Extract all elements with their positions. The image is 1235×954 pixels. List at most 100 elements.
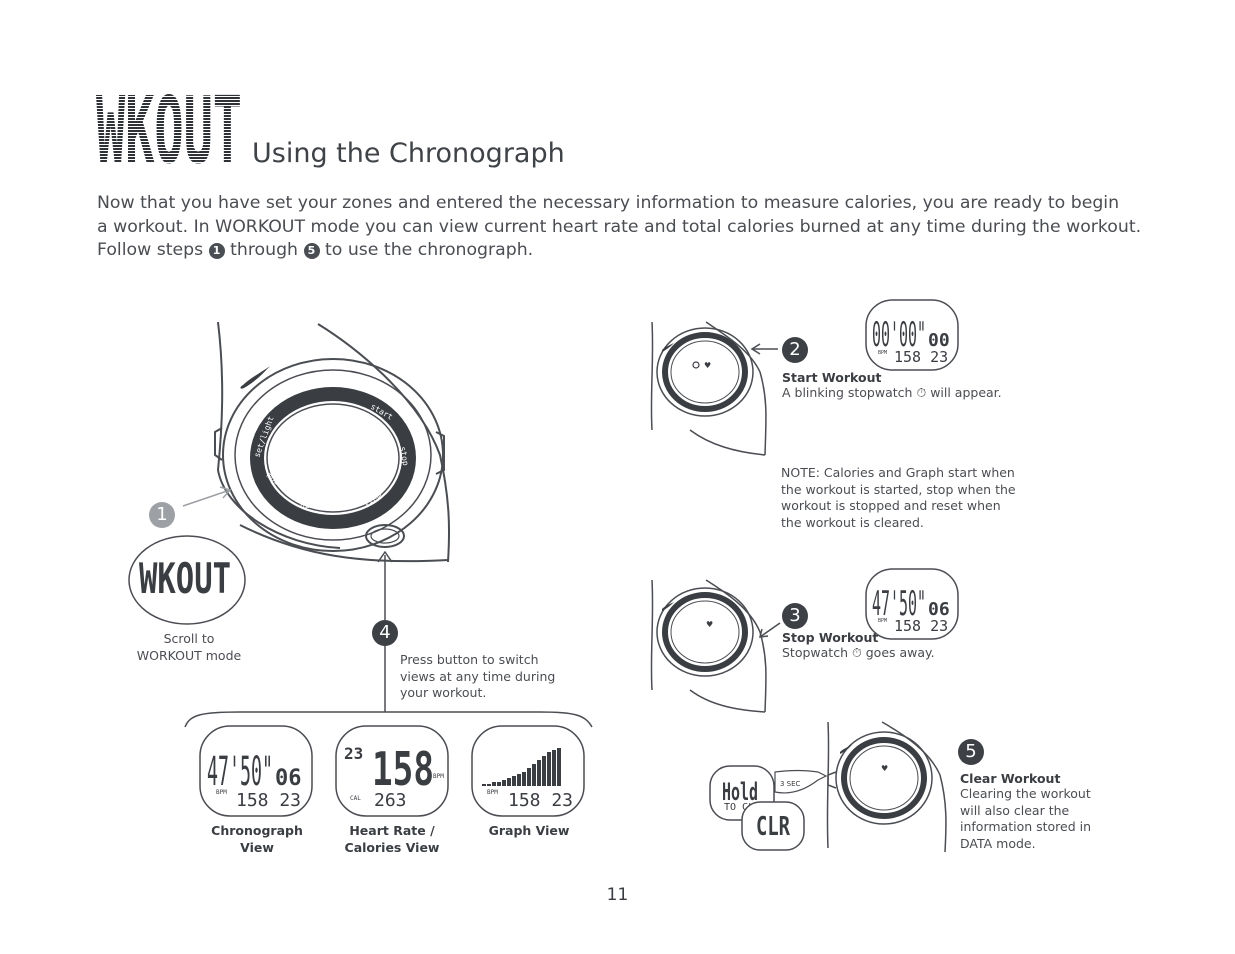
step3-text: Stop Workout Stopwatch ⏱ goes away. bbox=[782, 630, 935, 662]
step-from-badge: 1 bbox=[208, 243, 225, 259]
step1-caption-line2: WORKOUT mode bbox=[136, 647, 242, 663]
clr-display-text: CLR bbox=[756, 812, 790, 842]
step2-arrow bbox=[750, 343, 778, 355]
step3-watch-illustration bbox=[650, 579, 767, 713]
step5-watch-illustration bbox=[826, 721, 947, 853]
step2-text-before: A blinking stopwatch bbox=[782, 385, 913, 400]
graph-bar bbox=[482, 784, 486, 786]
step5-line4: DATA mode. bbox=[960, 835, 1036, 851]
graph-view-bottom: 158 23 bbox=[508, 790, 573, 811]
step2-text: Start Workout A blinking stopwatch ⏱ wil… bbox=[782, 370, 1002, 402]
watch-label-stop: stop bbox=[398, 446, 410, 467]
hr-caption-line1: Heart Rate / bbox=[349, 823, 435, 838]
hr-caption-line2: Calories View bbox=[344, 840, 440, 855]
graph-bar bbox=[547, 752, 551, 786]
note-line1: NOTE: Calories and Graph start when bbox=[781, 465, 1015, 480]
hr-view-bottom: 263 bbox=[374, 790, 407, 811]
step-to-badge: 5 bbox=[303, 243, 320, 259]
step3-text-after: goes away. bbox=[865, 645, 935, 660]
views-brace bbox=[184, 711, 593, 728]
page-title: Using the Chronograph bbox=[252, 138, 565, 169]
step1-caption: Scroll to WORKOUT mode bbox=[120, 631, 258, 664]
note-line4: the workout is cleared. bbox=[781, 514, 924, 530]
graph-bar bbox=[507, 778, 511, 786]
chronograph-caption-line1: Chronograph bbox=[211, 823, 303, 838]
step3-text-before: Stopwatch bbox=[782, 645, 848, 660]
step2-heart-icon: ♥ bbox=[704, 361, 711, 370]
chronograph-view-caption: Chronograph View bbox=[197, 822, 317, 856]
graph-bar bbox=[517, 774, 521, 786]
hr-view-unit-left: CAL bbox=[350, 795, 361, 802]
step4-arrow bbox=[377, 550, 393, 712]
graph-bar bbox=[537, 760, 541, 786]
step1-display-text: WKOUT bbox=[139, 554, 231, 603]
chronograph-caption-line2: View bbox=[240, 840, 274, 855]
intro-line-2: a workout. In WORKOUT mode you can view … bbox=[97, 216, 1142, 237]
intro-line-3: Follow steps 1 through 5 to use the chro… bbox=[97, 239, 1157, 263]
step2-display bbox=[865, 299, 959, 371]
hold-display-text: Hold bbox=[722, 778, 758, 806]
step3-badge: 3 bbox=[782, 603, 808, 629]
stopwatch-icon: ⏱ bbox=[851, 645, 862, 660]
arm-outline-left bbox=[216, 321, 341, 549]
step5-line2: will also clear the bbox=[960, 802, 1070, 818]
graph-bar bbox=[512, 776, 516, 786]
intro-follow-text: Follow steps bbox=[97, 240, 204, 260]
step3-swoosh-icon bbox=[662, 602, 674, 611]
step3-display-unit: BPM bbox=[878, 618, 887, 624]
graph-bar bbox=[557, 748, 561, 786]
step5-title: Clear Workout bbox=[960, 771, 1061, 786]
graph-bar bbox=[487, 784, 491, 786]
arm-outline-right bbox=[317, 323, 451, 563]
step2-watch-illustration bbox=[650, 321, 767, 456]
page-number: 11 bbox=[606, 885, 629, 905]
hold-display-to-clr: TO CLR bbox=[724, 802, 761, 813]
step3-arrow bbox=[759, 622, 781, 638]
step2-display-main: 00'00" bbox=[872, 315, 926, 355]
chronograph-main: 47'50" bbox=[207, 749, 273, 795]
step2-title: Start Workout bbox=[782, 370, 882, 385]
step2-display-bottom: 158 23 bbox=[894, 348, 948, 366]
step4-line3: your workout. bbox=[400, 685, 487, 700]
step3-title: Stop Workout bbox=[782, 630, 879, 645]
step2-swoosh-icon bbox=[662, 343, 674, 352]
step1-display-bubble bbox=[128, 535, 246, 625]
hold-label: 3 SEC bbox=[780, 780, 801, 788]
note-line3: workout is stopped and reset when bbox=[781, 498, 1001, 513]
intro-line-1: Now that you have set your zones and ent… bbox=[97, 193, 1120, 213]
graph-bar bbox=[532, 764, 536, 786]
step4-line1: Press button to switch bbox=[400, 652, 539, 667]
heart-rate-view-caption: Heart Rate / Calories View bbox=[332, 822, 452, 856]
graph-bar bbox=[552, 750, 556, 786]
brand-swoosh-icon bbox=[240, 366, 270, 389]
watch-button-view bbox=[365, 524, 405, 548]
graph-bar bbox=[522, 772, 526, 786]
hr-view-main: 158 bbox=[372, 742, 434, 796]
note-block: NOTE: Calories and Graph start when the … bbox=[781, 465, 1021, 531]
graph-bar bbox=[497, 782, 501, 786]
step3-display-suffix: 06 bbox=[928, 599, 950, 620]
step4-badge: 4 bbox=[372, 620, 398, 646]
step1-arrow bbox=[182, 486, 232, 507]
graph-view-display bbox=[471, 725, 585, 817]
intro-through-text: through bbox=[230, 240, 298, 260]
chronograph-unit: BPM bbox=[216, 789, 227, 796]
step5-line1: Clearing the workout bbox=[960, 786, 1091, 801]
note-line2: the workout is started, stop when the bbox=[781, 481, 1016, 497]
step5-badge: 5 bbox=[958, 739, 984, 765]
heart-rate-view-display bbox=[335, 725, 449, 817]
graph-view-bars bbox=[482, 748, 561, 786]
step2-display-suffix: 00 bbox=[928, 330, 950, 351]
graph-view-unit: BPM bbox=[487, 789, 498, 796]
watch-bezel bbox=[234, 369, 432, 541]
hold-label-bubble bbox=[774, 769, 828, 794]
step4-text: Press button to switch views at any time… bbox=[400, 652, 580, 702]
step2-description: A blinking stopwatch ⏱ will appear. bbox=[782, 385, 1002, 402]
clr-display bbox=[741, 801, 805, 851]
intro-paragraph: Now that you have set your zones and ent… bbox=[97, 192, 1157, 263]
step5-line3: information stored in bbox=[960, 819, 1092, 834]
step1-caption-line1: Scroll to bbox=[163, 631, 215, 646]
step3-display bbox=[865, 568, 959, 640]
graph-bar bbox=[527, 768, 531, 786]
